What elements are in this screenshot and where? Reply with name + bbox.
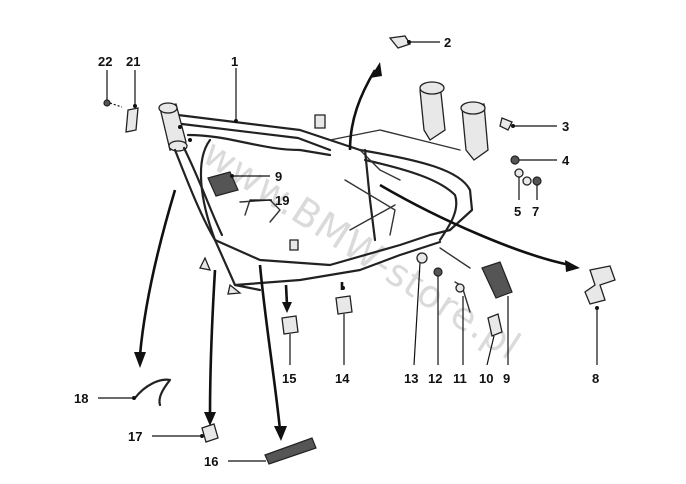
svg-text:10: 10 [479,371,493,386]
callout-13: 13 [404,262,421,386]
part-12-nut [433,267,443,277]
part-2-clip [388,35,411,49]
svg-text:9: 9 [503,371,510,386]
callout-12: 12 [428,276,442,386]
callout-11: 11 [453,296,467,386]
callout-14: 14 [335,314,350,386]
callout-1: 1 [231,54,238,123]
part-19-bracket [239,199,281,223]
part-21-lever [125,107,139,133]
svg-text:8: 8 [592,371,599,386]
svg-text:12: 12 [428,371,442,386]
part-22-screw [103,99,123,108]
svg-text:11: 11 [453,371,467,386]
callout-7: 7 [532,185,539,219]
svg-text:15: 15 [282,371,296,386]
svg-text:9: 9 [275,169,282,184]
part-13-pin [416,247,471,269]
svg-text:14: 14 [335,371,350,386]
main-frame [158,81,489,295]
callout-18: 18 [74,391,136,406]
callout-22: 22 [98,54,112,100]
callout-10: 10 [479,335,495,386]
callout-8: 8 [592,310,599,386]
part-9-spring-lower [481,261,513,299]
callout-9-upper: 9 [230,169,282,184]
callout-17: 17 [128,429,204,444]
svg-text:2: 2 [444,35,451,50]
part-9-rubber-upper [207,171,239,197]
svg-text:13: 13 [404,371,418,386]
part-14-mount [335,286,353,315]
part-3-bolt [499,117,515,131]
callout-15: 15 [282,334,296,386]
part-15-mount [281,315,299,335]
svg-text:21: 21 [126,54,140,69]
callout-3: 3 [513,119,569,134]
svg-text:19: 19 [275,193,289,208]
part-16-tube [264,437,317,465]
part-10-clip [487,313,503,337]
callout-9-lower: 9 [503,296,510,386]
part-5-washer [514,168,532,186]
callout-5: 5 [514,177,521,219]
svg-text:5: 5 [514,204,521,219]
callout-21: 21 [126,54,140,108]
callout-4: 4 [519,153,570,168]
callout-16: 16 [204,454,266,469]
assembly-arrows [134,62,580,441]
svg-text:17: 17 [128,429,142,444]
svg-text:22: 22 [98,54,112,69]
svg-text:1: 1 [231,54,238,69]
svg-text:16: 16 [204,454,218,469]
svg-text:18: 18 [74,391,88,406]
part-8-bracket [584,265,616,310]
callout-2: 2 [409,35,451,50]
svg-text:7: 7 [532,204,539,219]
svg-text:3: 3 [562,119,569,134]
svg-text:4: 4 [562,153,570,168]
part-11-bolt [454,281,471,313]
part-7-nut [532,176,542,186]
callout-19: 19 [250,193,289,208]
watermark: www.BMW-store.pl [195,131,529,369]
part-17-plug [201,423,219,443]
part-4-nut [510,155,520,165]
part-18-hook [133,378,172,407]
